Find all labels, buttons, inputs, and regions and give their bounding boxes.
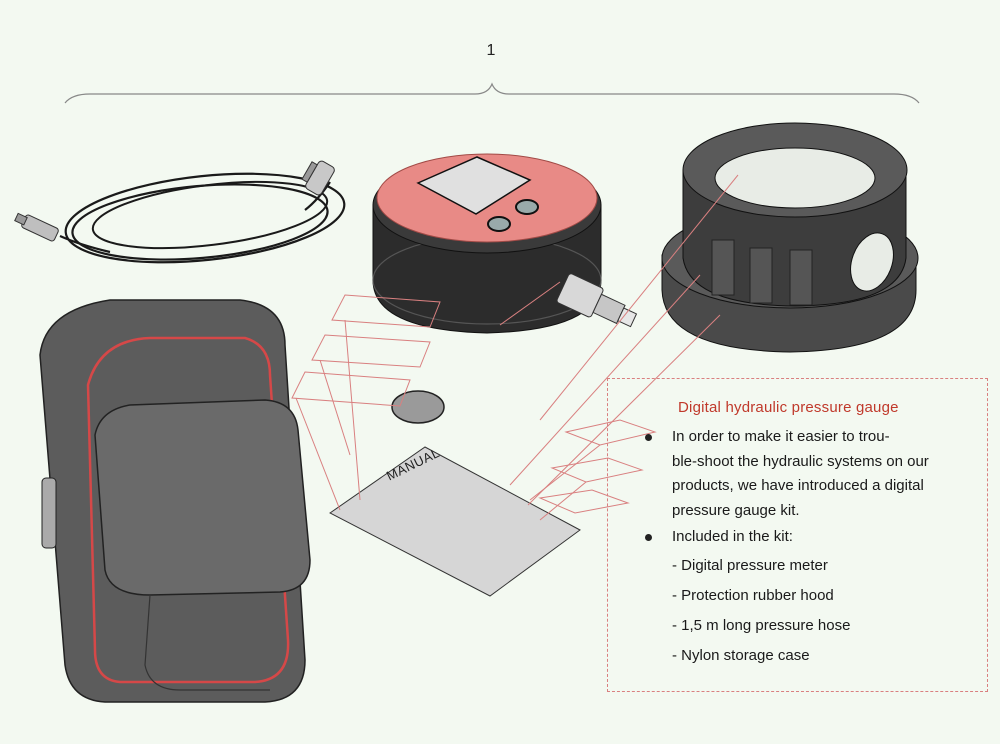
bullet-point: [644, 432, 654, 442]
pressure-hose-illustration: [14, 160, 346, 264]
assembly-bracket: [64, 82, 920, 104]
kit-item: - Nylon storage case: [672, 647, 810, 664]
intro-line: products, we have introduced a digital: [672, 477, 924, 494]
bullet-point: [644, 532, 654, 542]
kit-item: - Protection rubber hood: [672, 587, 834, 604]
lens-disc-illustration: [391, 390, 445, 424]
digital-pressure-meter-illustration: [372, 153, 638, 334]
nylon-storage-case-illustration: [39, 299, 311, 703]
kit-heading: Included in the kit:: [672, 528, 793, 545]
assembly-reference-number: 1: [486, 42, 496, 59]
intro-paragraph: In order to make it easier to trou- ble-…: [672, 425, 972, 523]
intro-line: pressure gauge kit.: [672, 501, 800, 519]
intro-line: In order to make it easier to trou-: [672, 428, 890, 445]
info-box-title: Digital hydraulic pressure gauge: [678, 399, 899, 416]
kit-item: - 1,5 m long pressure hose: [672, 617, 851, 634]
intro-line: ble-shoot the hydraulic systems on our: [672, 452, 929, 470]
kit-info-box: Digital hydraulic pressure gauge In orde…: [607, 378, 988, 692]
protection-rubber-hood-illustration: [661, 122, 919, 353]
kit-item: - Digital pressure meter: [672, 557, 828, 574]
manual-sheet-illustration: [329, 446, 581, 597]
exploded-view-guides: [291, 174, 739, 521]
